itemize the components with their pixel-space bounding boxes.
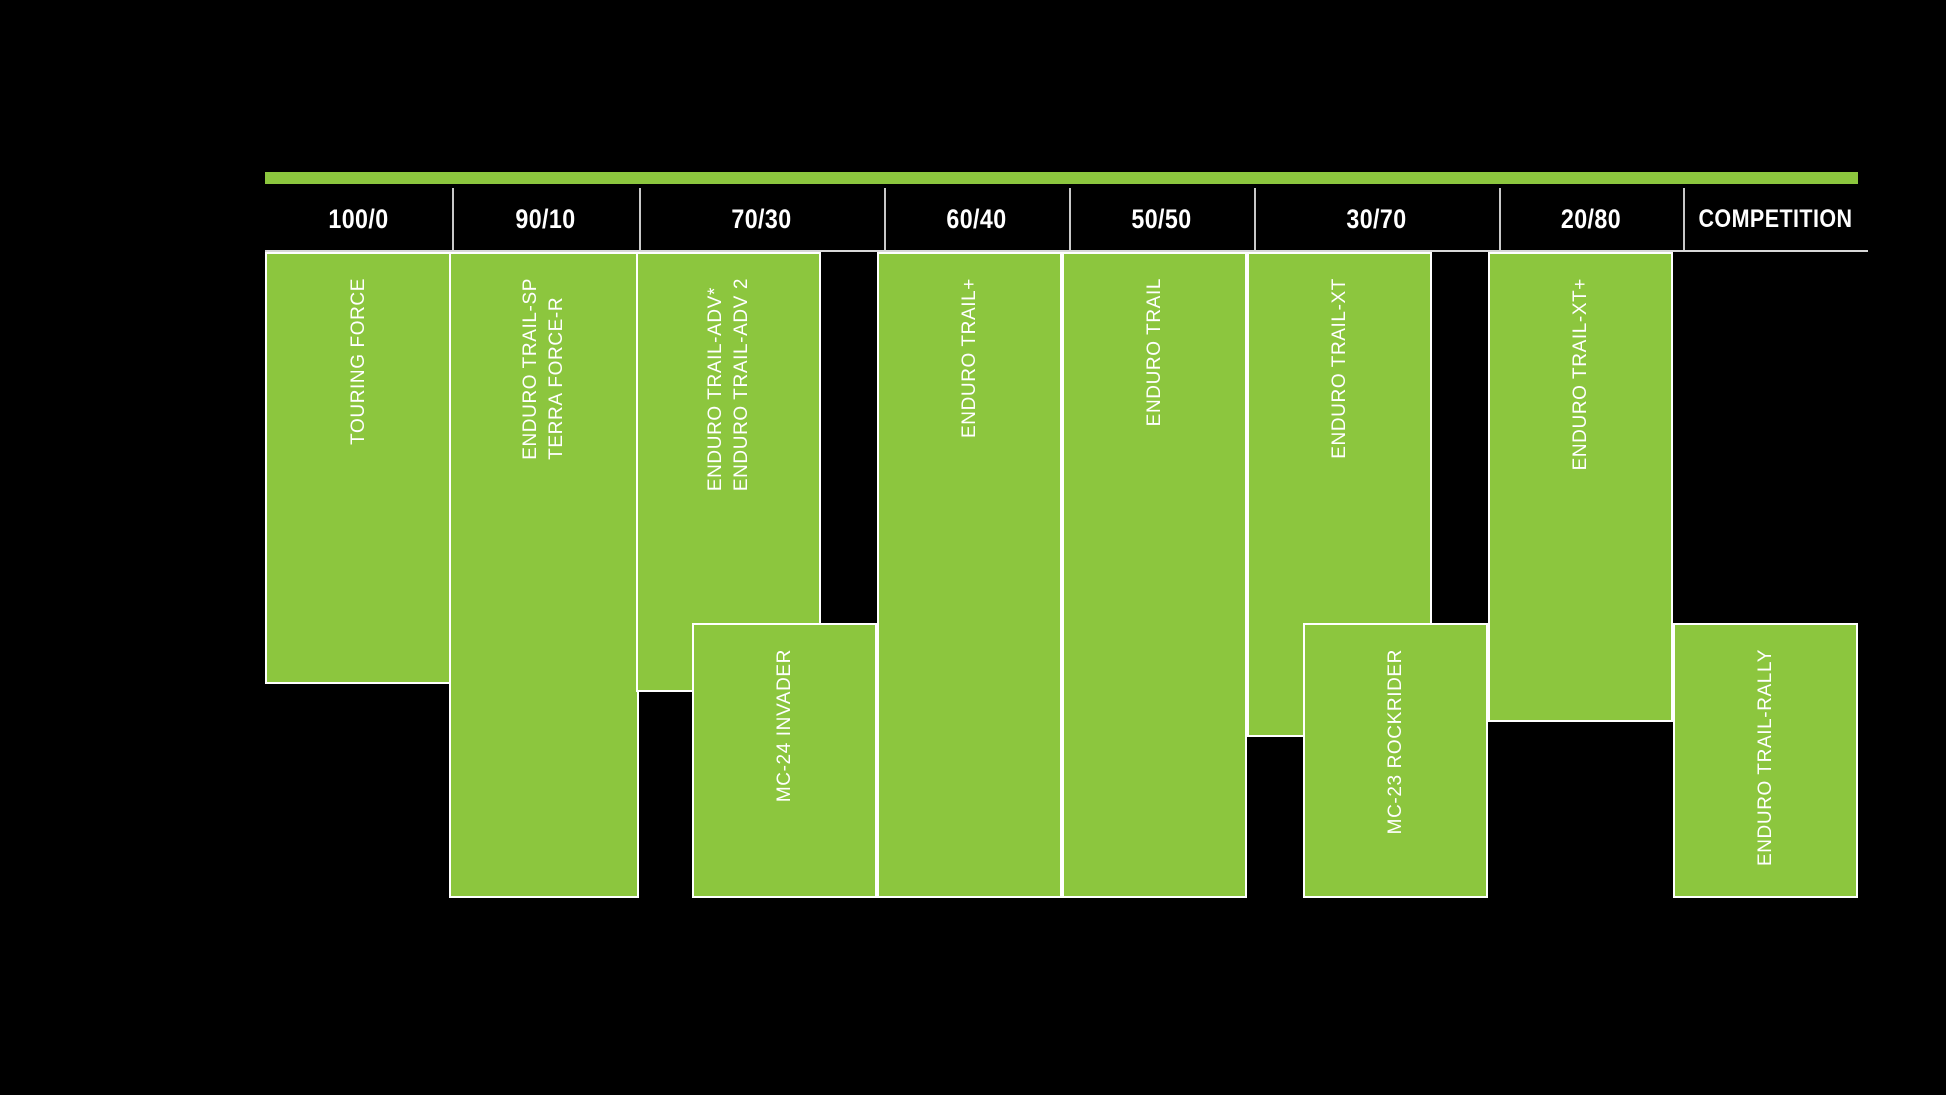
ratio-header-competition[interactable]: COMPETITION [1698, 204, 1853, 233]
bar-touring-force[interactable]: TOURING FORCE [265, 252, 452, 684]
ratio-header-20-80[interactable]: 20/80 [1560, 203, 1622, 234]
header-separator [639, 188, 641, 250]
header-separator [1069, 188, 1071, 250]
header-separator [452, 188, 454, 250]
header-separator [1683, 188, 1685, 250]
bar-label-line: ENDURO TRAIL-ADV* [704, 287, 726, 492]
top-accent-rule [265, 172, 1858, 184]
bar-label-line: ENDURO TRAIL-XT+ [1569, 278, 1591, 471]
ratio-header-70-30[interactable]: 70/30 [731, 203, 792, 234]
bar-mc-24-invader[interactable]: MC-24 INVADER [692, 623, 877, 898]
bar-label-group: ENDURO TRAIL-RALLY [1755, 649, 1777, 866]
bar-label-line: TOURING FORCE [347, 278, 369, 445]
bar-label-group: ENDURO TRAIL [1144, 278, 1166, 426]
bar-mc-23-rockrider[interactable]: MC-23 ROCKRIDER [1303, 623, 1488, 898]
bar-label-group: ENDURO TRAIL-XT+ [1570, 278, 1592, 470]
ratio-header-50-50[interactable]: 50/50 [1131, 203, 1192, 234]
ratio-header-band: 100/0 90/10 70/30 60/40 50/50 30/70 20/80 COMPE… [265, 188, 1868, 250]
ratio-header-90-10[interactable]: 90/10 [515, 203, 576, 234]
bar-label-line: ENDURO TRAIL [1143, 278, 1165, 427]
header-separator [1254, 188, 1256, 250]
bar-label-line: MC-23 ROCKRIDER [1384, 649, 1406, 835]
bar-label-line: ENDURO TRAIL+ [958, 278, 980, 439]
bar-label-line: ENDURO TRAIL-ADV 2 [730, 278, 752, 492]
ratio-header-60-40[interactable]: 60/40 [946, 203, 1007, 234]
bar-enduro-trail[interactable]: ENDURO TRAIL [1062, 252, 1247, 898]
header-separator [884, 188, 886, 250]
bar-enduro-trail-rally[interactable]: ENDURO TRAIL-RALLY [1673, 623, 1858, 898]
bar-label-group: ENDURO TRAIL-XT [1329, 278, 1351, 459]
ratio-header-30-70[interactable]: 30/70 [1346, 203, 1407, 234]
bar-label-line: MC-24 INVADER [773, 649, 795, 803]
ratio-header-100-0[interactable]: 100/0 [328, 203, 389, 234]
bar-label-line: TERRA FORCE-R [546, 296, 567, 460]
bar-enduro-trail-plus[interactable]: ENDURO TRAIL+ [877, 252, 1062, 898]
bar-label-group: MC-23 ROCKRIDER [1385, 649, 1407, 834]
header-baseline [265, 250, 1868, 252]
bar-label-group: TOURING FORCE [348, 278, 370, 445]
bar-enduro-trail-xt-plus[interactable]: ENDURO TRAIL-XT+ [1488, 252, 1673, 722]
bar-label-line: ENDURO TRAIL-SP [520, 278, 541, 460]
bar-label-line: ENDURO TRAIL-RALLY [1754, 649, 1776, 867]
header-separator [1499, 188, 1501, 250]
bar-label-group: MC-24 INVADER [774, 649, 796, 802]
bar-label-line: ENDURO TRAIL-XT [1328, 278, 1350, 459]
bar-label-group: ENDURO TRAIL+ [959, 278, 981, 438]
